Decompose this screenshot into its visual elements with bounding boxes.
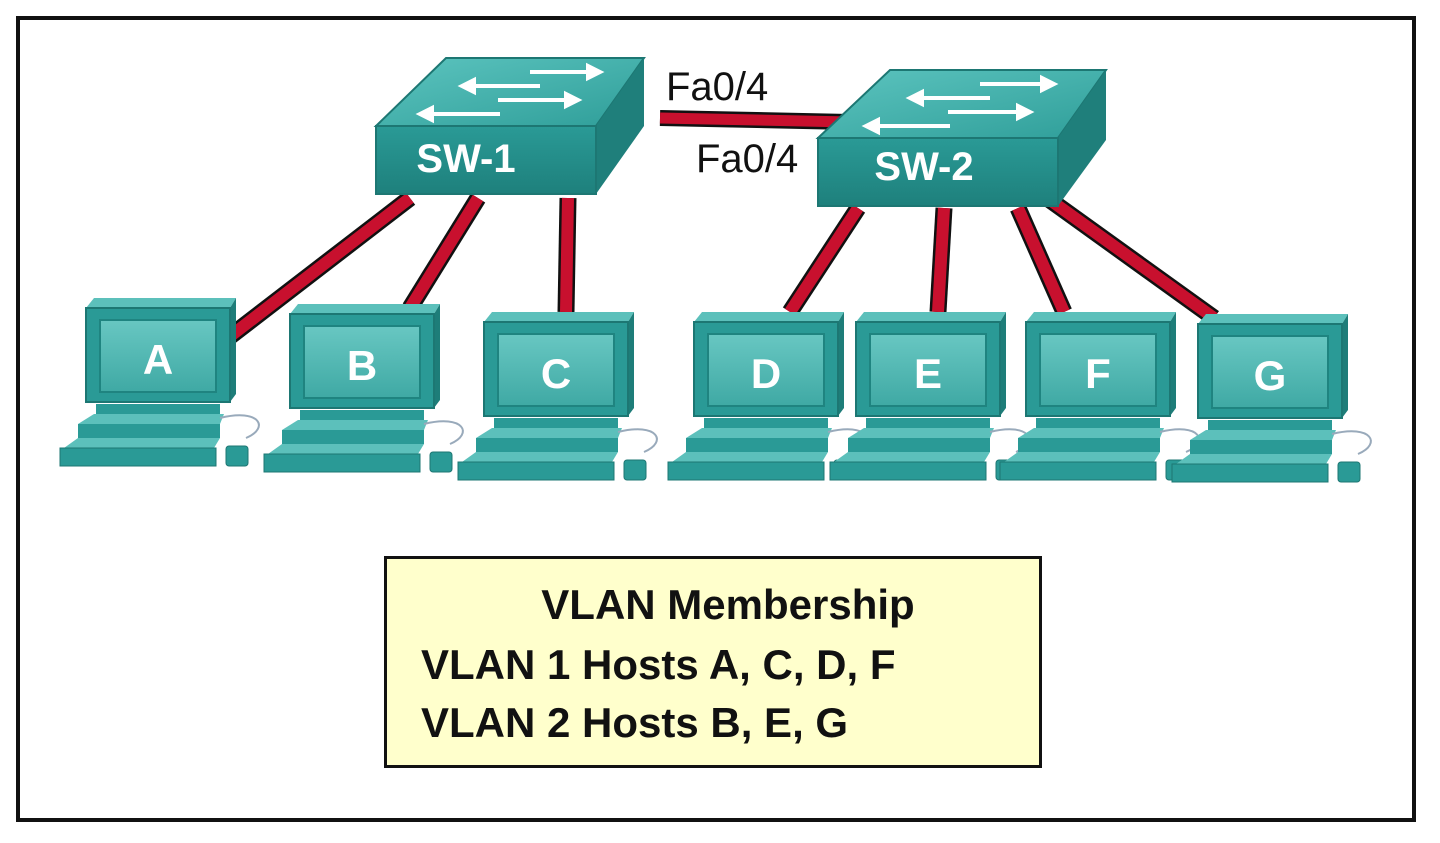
host-f-label: F [1085, 350, 1111, 397]
host-screen [707, 333, 825, 407]
switch-sw2-label: SW-2 [874, 145, 973, 189]
legend-vlan2-row: VLAN 2 Hosts B, E, G [421, 699, 849, 746]
mouse-icon [225, 445, 249, 467]
host-f: F [999, 312, 1200, 481]
legend-vlan1-row: VLAN 1 Hosts A, C, D, F [421, 641, 896, 688]
mouse-icon [429, 451, 453, 473]
host-e-label: E [914, 350, 942, 397]
switch-arrows-icon [415, 62, 605, 124]
host-screen [303, 325, 421, 399]
link-sw1-host-c [557, 197, 577, 313]
host-d-label: D [751, 350, 781, 397]
sw2-trunk-port-label: Fa0/4 [696, 137, 798, 181]
link-sw2-host-g [1045, 193, 1219, 325]
switch-arrows-icon [861, 74, 1059, 136]
links [222, 110, 1219, 345]
link-sw2-host-e [929, 207, 953, 313]
mouse-icon [623, 459, 647, 481]
hosts: A B C D E F G [59, 298, 1372, 483]
switch-sw1: SW-1 [373, 57, 646, 195]
host-c: C [457, 312, 658, 481]
host-a: A [59, 298, 260, 467]
host-c-label: C [541, 350, 571, 397]
host-d: D [667, 312, 868, 481]
host-screen [1039, 333, 1157, 407]
switch-sw2: SW-2 [815, 69, 1108, 207]
switch-sw1-label: SW-1 [416, 137, 515, 181]
host-screen [497, 333, 615, 407]
trunk-link [659, 110, 851, 130]
link-sw1-host-b [402, 193, 486, 313]
link-sw2-host-d [782, 203, 866, 317]
host-g: G [1171, 314, 1372, 483]
host-screen [1211, 335, 1329, 409]
vlan-membership-legend: VLAN Membership VLAN 1 Hosts A, C, D, F … [384, 556, 1042, 768]
host-e: E [829, 312, 1030, 481]
host-b-label: B [347, 342, 377, 389]
host-screen [99, 319, 217, 393]
legend-title: VLAN Membership [541, 581, 915, 628]
host-screen [869, 333, 987, 407]
mouse-icon [1337, 461, 1361, 483]
host-b: B [263, 304, 464, 473]
sw1-trunk-port-label: Fa0/4 [666, 65, 768, 109]
link-sw1-host-a [222, 191, 416, 345]
host-a-label: A [143, 336, 173, 383]
link-sw2-host-f [1010, 204, 1072, 316]
host-g-label: G [1254, 352, 1287, 399]
